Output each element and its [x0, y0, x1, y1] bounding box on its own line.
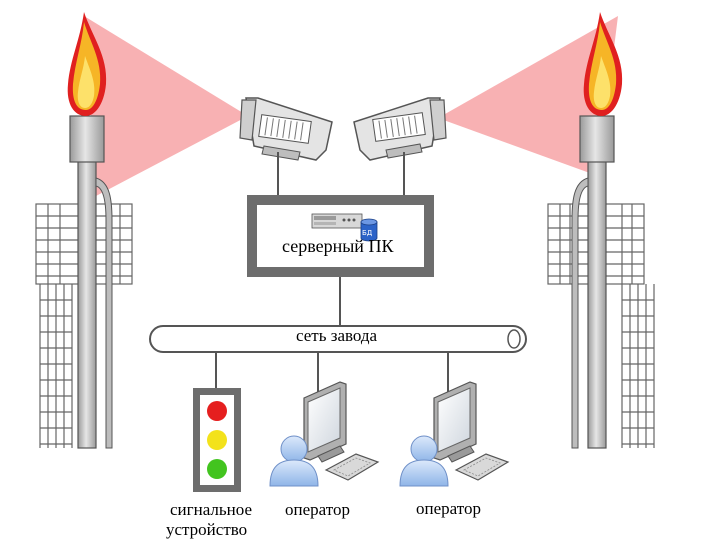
flare-stack-left — [35, 115, 133, 449]
database-label: БД — [362, 229, 373, 237]
signal-device-label-line2: устройство — [166, 520, 248, 539]
database-icon — [360, 218, 378, 242]
network-bus — [149, 325, 527, 353]
server-box — [247, 195, 434, 277]
camera-beam-right — [438, 16, 618, 176]
operator-label-right: оператор — [416, 499, 481, 518]
camera-icon — [353, 97, 447, 161]
connector-lines — [215, 152, 449, 392]
camera-beam-left — [84, 16, 248, 196]
keyboard-icon — [454, 453, 510, 481]
operator-label-left: оператор — [285, 500, 350, 519]
network-label: сеть завода — [296, 326, 378, 345]
camera-icon — [239, 97, 333, 161]
server-label: серверный ПК — [282, 236, 394, 256]
user-icon — [399, 435, 449, 487]
flame-icon — [583, 12, 623, 116]
signal-device-label-line1: сигнальное — [170, 500, 252, 519]
traffic-light-icon — [193, 388, 241, 492]
keyboard-icon — [324, 453, 380, 481]
flare-stack-right — [547, 115, 655, 449]
user-icon — [269, 435, 319, 487]
server-icon — [311, 213, 363, 229]
monitor-icon — [433, 381, 477, 463]
monitor-icon — [303, 381, 347, 463]
flame-icon — [67, 12, 107, 116]
